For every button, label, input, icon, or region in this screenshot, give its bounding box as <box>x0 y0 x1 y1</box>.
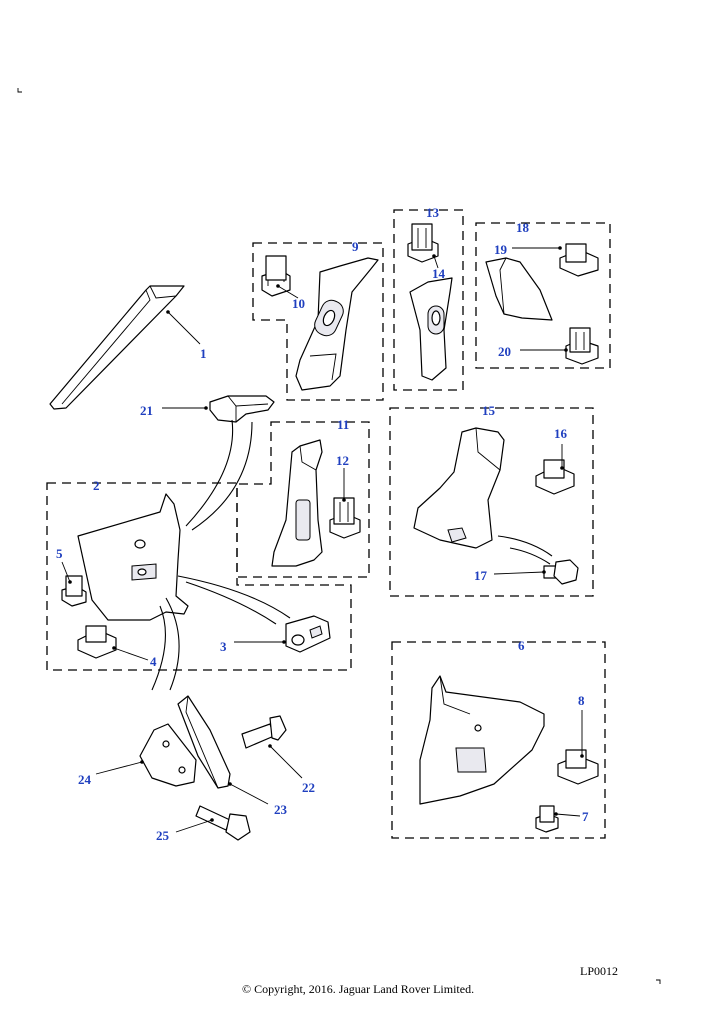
callout-1: 1 <box>200 346 207 361</box>
part-clip-21 <box>209 395 275 423</box>
callout-12: 12 <box>336 453 349 468</box>
part-bolt-22 <box>241 715 287 749</box>
part-clip-5 <box>61 575 87 607</box>
group-box-11 <box>236 421 370 578</box>
callout-24: 24 <box>78 772 92 787</box>
part-clip-7 <box>535 805 559 833</box>
callout-19: 19 <box>494 242 508 257</box>
part-bracket-23 <box>177 695 231 789</box>
part-screw-17 <box>543 559 579 585</box>
callout-2: 2 <box>93 478 100 493</box>
part-kick-panel-2 <box>77 493 189 621</box>
part-b-pillar-mid-14 <box>409 277 453 381</box>
part-b-pillar-upper-9 <box>295 257 379 391</box>
callout-15: 15 <box>482 403 496 418</box>
part-clip-4 <box>77 625 117 659</box>
part-rear-quarter-trim-15 <box>413 427 505 549</box>
callout-16: 16 <box>554 426 568 441</box>
group-box-9 <box>252 242 384 401</box>
group-box-2 <box>46 482 352 671</box>
callout-3: 3 <box>220 639 227 654</box>
part-quarter-trim-18 <box>485 257 553 321</box>
part-rear-lower-trim-6 <box>419 675 545 805</box>
callout-18: 18 <box>516 220 530 235</box>
part-anchor-plate-24 <box>139 723 197 787</box>
callout-7: 7 <box>582 809 589 824</box>
callout-6: 6 <box>518 638 525 653</box>
diagram-reference-code: LP0012 <box>580 964 619 978</box>
callout-23: 23 <box>274 802 288 817</box>
callout-labels: 1 2 3 4 5 6 7 8 9 10 11 12 13 14 15 16 1… <box>56 205 589 843</box>
callout-8: 8 <box>578 693 585 708</box>
part-clip-20 <box>565 327 599 365</box>
callout-25: 25 <box>156 828 170 843</box>
copyright-notice: © Copyright, 2016. Jaguar Land Rover Lim… <box>242 982 475 996</box>
callout-21: 21 <box>140 403 153 418</box>
callout-4: 4 <box>150 654 157 669</box>
part-clip-12 <box>329 497 361 539</box>
part-a-pillar-trim <box>49 285 185 410</box>
callout-11: 11 <box>337 417 349 432</box>
part-clip-10 <box>261 255 291 297</box>
callout-14: 14 <box>432 266 446 281</box>
part-clip-19 <box>559 243 599 277</box>
corner-mark <box>17 88 22 93</box>
corner-mark <box>656 979 661 984</box>
callout-10: 10 <box>292 296 305 311</box>
callout-5: 5 <box>56 546 63 561</box>
callout-9: 9 <box>352 239 359 254</box>
group-box-18 <box>475 222 611 369</box>
part-trim-button-3 <box>285 615 331 653</box>
part-bolt-25 <box>195 805 251 841</box>
group-box-13 <box>393 209 464 391</box>
callout-20: 20 <box>498 344 511 359</box>
callout-17: 17 <box>474 568 488 583</box>
part-clip-13 <box>407 223 439 263</box>
part-clip-8 <box>557 749 599 785</box>
group-box-6 <box>391 641 606 839</box>
callout-22: 22 <box>302 780 315 795</box>
leader-lines <box>61 246 584 833</box>
part-clip-16 <box>535 459 575 495</box>
part-b-pillar-lower-11 <box>271 439 323 567</box>
callout-13: 13 <box>426 205 440 220</box>
